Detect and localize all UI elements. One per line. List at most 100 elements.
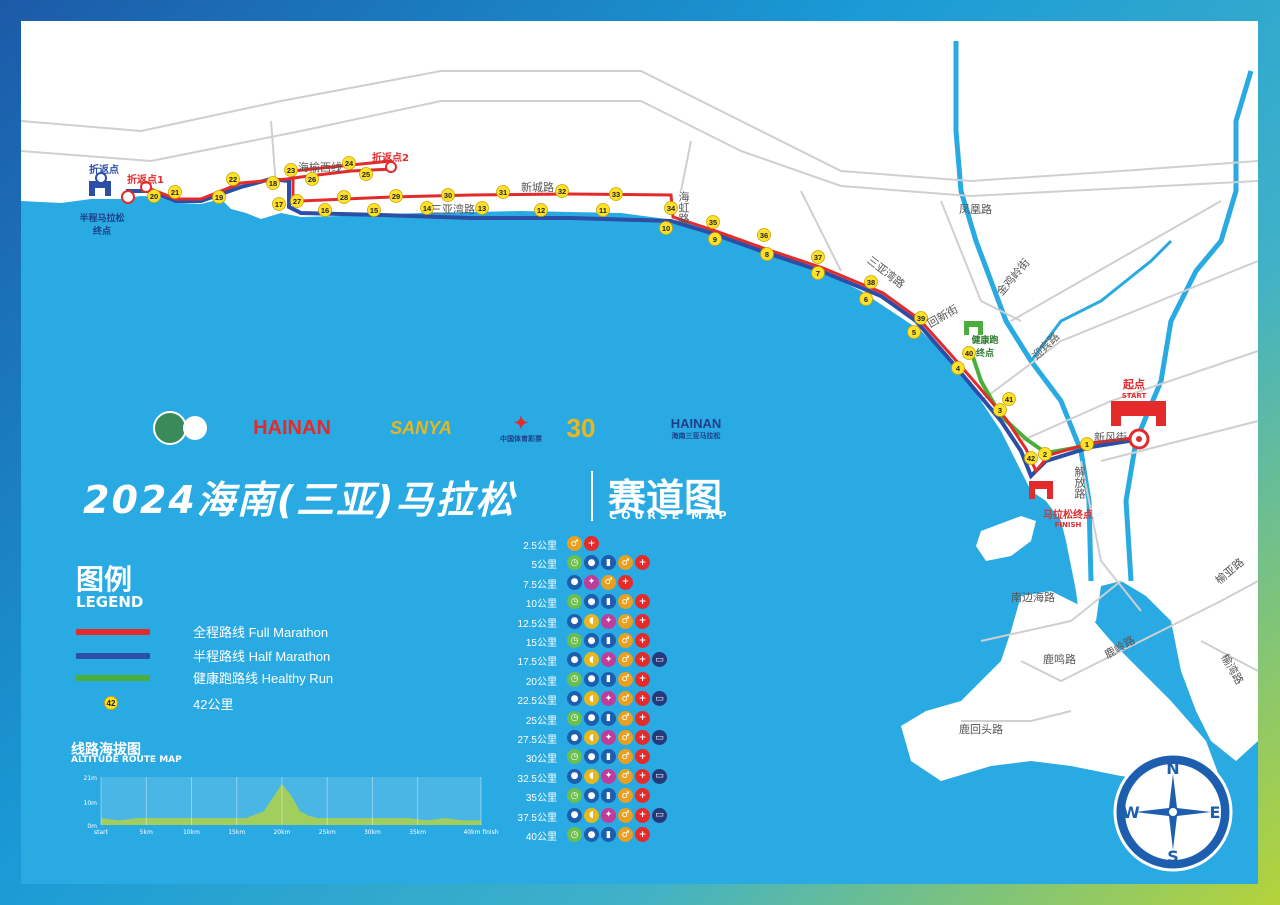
med-icon: +: [635, 710, 650, 726]
km-marker: 9: [708, 232, 722, 246]
wc-icon: ♂: [618, 671, 633, 687]
river: [953, 41, 1094, 582]
station-label: 7.5公里: [523, 579, 557, 591]
altitude-x-tick: 25km: [319, 829, 336, 836]
km-marker-label: 41: [1005, 395, 1013, 404]
station-icons: ●◖✦♂+: [567, 613, 650, 630]
km-marker: 2: [1038, 447, 1052, 461]
km-marker-label: 11: [599, 206, 607, 215]
station-icons: ●✦♂+: [567, 574, 633, 591]
station-icons: ◷●▮♂+: [567, 555, 650, 571]
km-marker: 6: [859, 292, 873, 306]
bus-icon: ▭: [652, 652, 667, 668]
half-finish-label: 半程马拉松 终点: [79, 214, 125, 237]
med-icon: +: [635, 788, 650, 804]
water-icon: ●: [567, 807, 582, 823]
compass-e: E: [1210, 803, 1221, 822]
legend-km-label: 42公里: [193, 697, 234, 712]
altitude-x-tick: 40km finish: [463, 829, 498, 836]
turn-point-1: [140, 181, 152, 193]
km-marker: 28: [337, 190, 351, 204]
km-marker-label: 38: [867, 278, 875, 287]
km-marker-label: 32: [558, 187, 566, 196]
station-label: 20公里: [525, 676, 557, 688]
km-marker-label: 24: [345, 159, 354, 168]
water-icon: ●: [584, 555, 599, 571]
station-icons: ◷●▮♂+: [567, 827, 650, 843]
cup-icon: ▮: [601, 827, 616, 842]
km-marker-label: 9: [713, 235, 717, 244]
altitude-title: 线路海拔图: [71, 742, 141, 758]
banana-icon: ◖: [584, 613, 599, 629]
km-marker-label: 7: [816, 269, 820, 278]
km-marker: 10: [659, 221, 673, 235]
km-marker-label: 17: [275, 200, 283, 209]
altitude-x-tick: 5km: [140, 829, 153, 836]
gel-icon: ✦: [601, 730, 616, 745]
half-finish-arch: [89, 181, 135, 204]
logo-hainan-text: HAINAN: [253, 416, 331, 439]
wc-icon: ♂: [601, 574, 616, 590]
station-icons: ◷●▮♂+: [567, 633, 650, 649]
km-marker: 23: [284, 163, 298, 177]
med-icon: +: [635, 730, 650, 745]
land-southeast: [901, 591, 1221, 796]
med-icon: +: [635, 594, 650, 610]
bus-icon: ▭: [652, 730, 667, 745]
altitude-y-tick: 0m: [87, 823, 97, 830]
km-marker: 40: [962, 346, 976, 360]
legend-healthy-line: [76, 675, 150, 681]
station-label: 40公里: [525, 832, 557, 843]
med-icon: +: [635, 807, 650, 823]
wc-icon: ♂: [618, 555, 633, 571]
cup-icon: ▮: [601, 555, 616, 571]
banana-icon: ◖: [584, 730, 599, 745]
road-xinfeng: 新风街: [1094, 432, 1127, 444]
wc-icon: ♂: [618, 730, 633, 745]
road-sanyawan: 三亚湾路: [431, 204, 475, 216]
km-marker: 37: [811, 250, 825, 264]
cup-icon: ▮: [601, 633, 616, 648]
km-marker-label: 30: [444, 191, 452, 200]
logo-30: 30: [566, 412, 596, 443]
med-icon: +: [635, 749, 650, 765]
med-icon: +: [635, 827, 650, 842]
healthy-finish-arch: [964, 321, 983, 335]
station-label: 17.5公里: [517, 657, 557, 669]
med-icon: +: [635, 691, 650, 707]
km-marker-label: 35: [709, 218, 717, 227]
km-marker: 21: [168, 185, 182, 199]
altitude-x-tick: 10km: [183, 829, 200, 836]
water-icon: ●: [567, 613, 582, 629]
clock-icon: ◷: [567, 633, 582, 648]
legend-km-marker: 42: [104, 696, 118, 710]
med-icon: +: [635, 671, 650, 687]
road-luming: 鹿鸣路: [1043, 654, 1076, 666]
banana-icon: ◖: [584, 807, 599, 823]
km-marker: 39: [914, 311, 928, 325]
km-marker-label: 29: [392, 192, 400, 201]
station-label: 32.5公里: [517, 773, 557, 785]
wc-icon: ♂: [618, 807, 633, 823]
banana-icon: ◖: [584, 652, 599, 668]
wc-icon: ♂: [618, 788, 633, 804]
water-icon: ●: [567, 691, 582, 707]
km-marker: 33: [609, 187, 623, 201]
km-marker: 36: [757, 228, 771, 242]
legend-half-line: [76, 653, 150, 659]
legend-title: 图例: [76, 563, 133, 596]
km-marker-label: 18: [269, 179, 277, 188]
km-marker-label: 6: [864, 295, 868, 304]
road-fenghuang: 凤凰路: [959, 204, 992, 216]
road-network: [20, 70, 1259, 722]
km-marker: 27: [290, 194, 304, 208]
km-marker: 30: [441, 188, 455, 202]
station-icons: ◷●▮♂+: [567, 749, 650, 765]
km-marker-label: 13: [478, 204, 486, 213]
wc-icon: ♂: [618, 613, 633, 629]
station-icons: ◷●▮♂+: [567, 788, 650, 804]
bus-icon: ▭: [652, 807, 667, 823]
km-marker-label: 39: [917, 314, 925, 323]
